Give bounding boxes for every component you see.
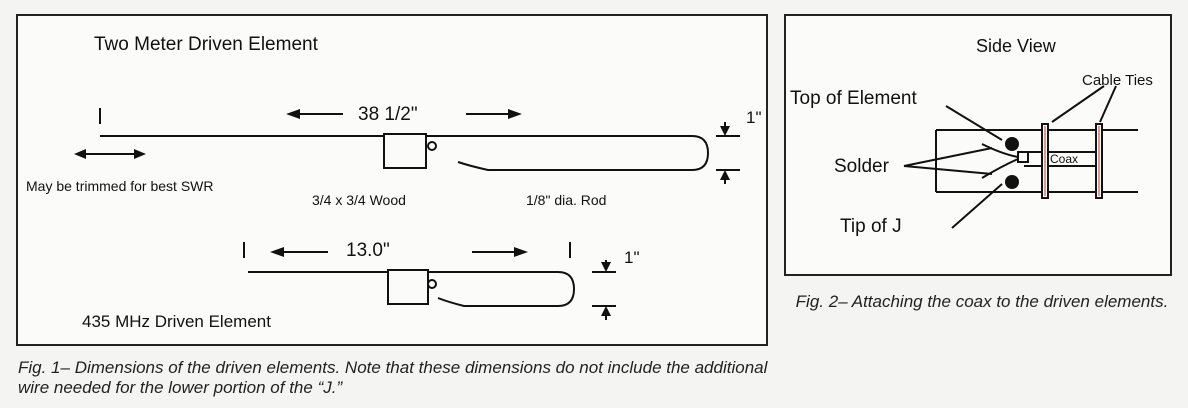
top-of-element-label: Top of Element	[790, 88, 917, 109]
arrowhead-gap-top-2m	[720, 126, 730, 136]
solder-point-435	[427, 279, 437, 289]
fig2-title: Side View	[976, 36, 1056, 56]
arrowhead-gap-bottom-435	[601, 306, 611, 316]
length-label-435: 13.0"	[346, 240, 390, 261]
pointer-cable-tie-2	[1099, 85, 1117, 123]
coax-label: Coax	[1050, 152, 1079, 166]
wood-block-435	[387, 269, 429, 305]
length-label-2m: 38 1/2"	[358, 104, 418, 125]
tip-of-j-label: Tip of J	[840, 216, 902, 237]
coax-connector	[1017, 151, 1029, 163]
arrowhead-right-2m	[508, 109, 522, 119]
cable-ties-label: Cable Ties	[1082, 72, 1153, 89]
gap-label-2m: 1"	[746, 108, 762, 127]
lead-to-top	[981, 143, 1019, 158]
rod-435	[248, 271, 576, 307]
fig2-drawing	[903, 85, 1138, 229]
arrowhead-trim-left	[74, 149, 86, 159]
arrowhead-gap-bottom-2m	[720, 170, 730, 180]
pointer-top-element	[945, 105, 1003, 141]
top-element-dot	[1005, 137, 1019, 151]
title-2m: Two Meter Driven Element	[94, 34, 318, 55]
rod-label: 1/8" dia. Rod	[526, 192, 607, 208]
wood-block-2m	[383, 133, 427, 169]
fig1-panel: Two Meter Driven Element 38 1/2" 1" May …	[16, 14, 768, 346]
fig2-panel: Side View Cable Ties Top of Element Sold…	[784, 14, 1172, 276]
fig2-caption: Fig. 2– Attaching the coax to the driven…	[795, 292, 1169, 311]
arrowhead-left-435	[270, 247, 284, 257]
pointer-solder-1	[903, 147, 993, 167]
gap-label-435: 1"	[624, 248, 640, 267]
solder-label: Solder	[834, 156, 889, 177]
arrowhead-left-2m	[286, 109, 300, 119]
arrowhead-gap-top-435	[601, 262, 611, 272]
fig1-caption: Fig. 1– Dimensions of the driven element…	[18, 358, 768, 397]
trim-note: May be trimmed for best SWR	[26, 178, 214, 194]
pointer-solder-2	[903, 165, 993, 175]
pointer-cable-tie-1	[1051, 85, 1105, 123]
fig1-drawing	[74, 108, 740, 320]
rod-2m	[100, 135, 710, 171]
arrowhead-right-435	[514, 247, 528, 257]
solder-point-2m	[427, 141, 437, 151]
tip-j-dot	[1005, 175, 1019, 189]
pointer-tip-j	[951, 183, 1003, 229]
title-435: 435 MHz Driven Element	[82, 312, 271, 331]
arrowhead-trim-right	[134, 149, 146, 159]
lead-to-bottom	[981, 158, 1019, 179]
wood-label: 3/4 x 3/4 Wood	[312, 192, 406, 208]
